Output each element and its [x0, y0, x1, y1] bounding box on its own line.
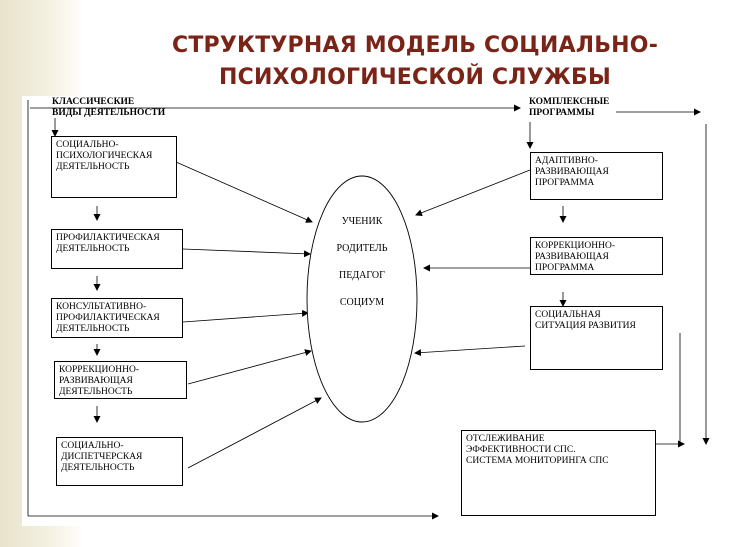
box-line: РАЗВИВАЮЩАЯ: [535, 167, 609, 177]
box-preventive: ПРОФИЛАКТИЧЕСКАЯ ДЕЯТЕЛЬНОСТЬ: [51, 229, 183, 269]
box-line: ДЕЯТЕЛЬНОСТЬ: [56, 162, 130, 172]
box-line: КОНСУЛЬТАТИВНО-: [56, 302, 147, 312]
box-line: РАЗВИВАЮЩАЯ: [535, 252, 609, 262]
arrow-rbox3-to-center: [414, 345, 526, 357]
box-line: АДАПТИВНО-: [535, 156, 598, 166]
box-line: СОЦИАЛЬНО-: [61, 441, 124, 451]
box-line: ЭФФЕКТИВНОСТИ СПС.: [466, 445, 576, 455]
box-line: ПРОГРАММА: [535, 263, 595, 273]
box-line: СОЦИАЛЬНО-: [56, 140, 119, 150]
left-header-line-1: КЛАССИЧЕСКИЕ: [52, 97, 135, 107]
right-header-line-1: КОМПЛЕКСНЫЕ: [529, 97, 610, 107]
arrow-rbox1-to-center: [415, 169, 531, 217]
box-line: ПРОГРАММА: [535, 178, 595, 188]
box-monitoring: ОТСЛЕЖИВАНИЕ ЭФФЕКТИВНОСТИ СПС. СИСТЕМА …: [461, 430, 656, 516]
center-item-society: СОЦИУМ: [339, 297, 385, 308]
box-social-situation: СОЦИАЛЬНАЯ СИТУАЦИЯ РАЗВИТИЯ: [530, 306, 663, 370]
slide-title: СТРУКТУРНАЯ МОДЕЛЬ СОЦИАЛЬНО- ПСИХОЛОГИЧ…: [90, 30, 732, 94]
arrow-box4-to-center: [187, 349, 312, 385]
box-line: РАЗВИВАЮЩАЯ: [59, 376, 133, 386]
box-line: СОЦИАЛЬНАЯ: [535, 310, 601, 320]
box-socio-psychological: СОЦИАЛЬНО- ПСИХОЛОГИЧЕСКАЯ ДЕЯТЕЛЬНОСТЬ: [51, 136, 177, 198]
center-item-parent: РОДИТЕЛЬ: [336, 243, 388, 254]
center-ellipse: [306, 175, 418, 423]
box-line: ДЕЯТЕЛЬНОСТЬ: [59, 387, 133, 397]
right-column-header: КОМПЛЕКСНЫЕ ПРОГРАММЫ: [529, 97, 609, 119]
box-correctional: КОРРЕКЦИОННО- РАЗВИВАЮЩАЯ ДЕЯТЕЛЬНОСТЬ: [54, 361, 187, 399]
arrow-box2-to-center: [182, 248, 311, 258]
box-line: КОРРЕКЦИОННО-: [59, 365, 139, 375]
center-item-teacher: ПЕДАГОГ: [339, 270, 385, 281]
box-line: ПРОФИЛАКТИЧЕСКАЯ: [56, 233, 160, 243]
right-header-line-2: ПРОГРАММЫ: [529, 108, 595, 118]
arrow-box5-to-center: [187, 397, 322, 469]
box-correctional-program: КОРРЕКЦИОННО- РАЗВИВАЮЩАЯ ПРОГРАММА: [530, 237, 663, 275]
arrow-box1-to-center: [175, 161, 313, 223]
box-line: ДЕЯТЕЛЬНОСТЬ: [56, 244, 130, 254]
box-line: ДИСПЕТЧЕРСКАЯ: [61, 452, 143, 462]
box-adaptive-program: АДАПТИВНО- РАЗВИВАЮЩАЯ ПРОГРАММА: [530, 152, 663, 200]
box-consultative: КОНСУЛЬТАТИВНО- ПРОФИЛАКТИЧЕСКАЯ ДЕЯТЕЛЬ…: [51, 298, 183, 338]
box-line: КОРРЕКЦИОННО-: [535, 241, 615, 251]
box-dispatch: СОЦИАЛЬНО- ДИСПЕТЧЕРСКАЯ ДЕЯТЕЛЬНОСТЬ: [56, 437, 183, 486]
left-column-header: КЛАССИЧЕСКИЕ ВИДЫ ДЕЯТЕЛЬНОСТИ: [52, 97, 165, 119]
arrow-box3-to-center: [182, 309, 309, 323]
left-header-line-2: ВИДЫ ДЕЯТЕЛЬНОСТИ: [52, 108, 166, 118]
box-line: СИСТЕМА МОНИТОРИНГА СПС: [466, 456, 609, 466]
title-line-1: СТРУКТУРНАЯ МОДЕЛЬ СОЦИАЛЬНО-: [171, 33, 659, 58]
box-line: СИТУАЦИЯ РАЗВИТИЯ: [535, 321, 636, 331]
title-line-2: ПСИХОЛОГИЧЕСКОЙ СЛУЖБЫ: [218, 65, 612, 90]
box-line: ДЕЯТЕЛЬНОСТЬ: [56, 324, 130, 334]
box-line: ПРОФИЛАКТИЧЕСКАЯ: [56, 313, 160, 323]
box-line: ОТСЛЕЖИВАНИЕ: [466, 434, 545, 444]
box-line: ДЕЯТЕЛЬНОСТЬ: [61, 463, 135, 473]
box-line: ПСИХОЛОГИЧЕСКАЯ: [56, 151, 153, 161]
center-item-student: УЧЕНИК: [341, 216, 383, 227]
